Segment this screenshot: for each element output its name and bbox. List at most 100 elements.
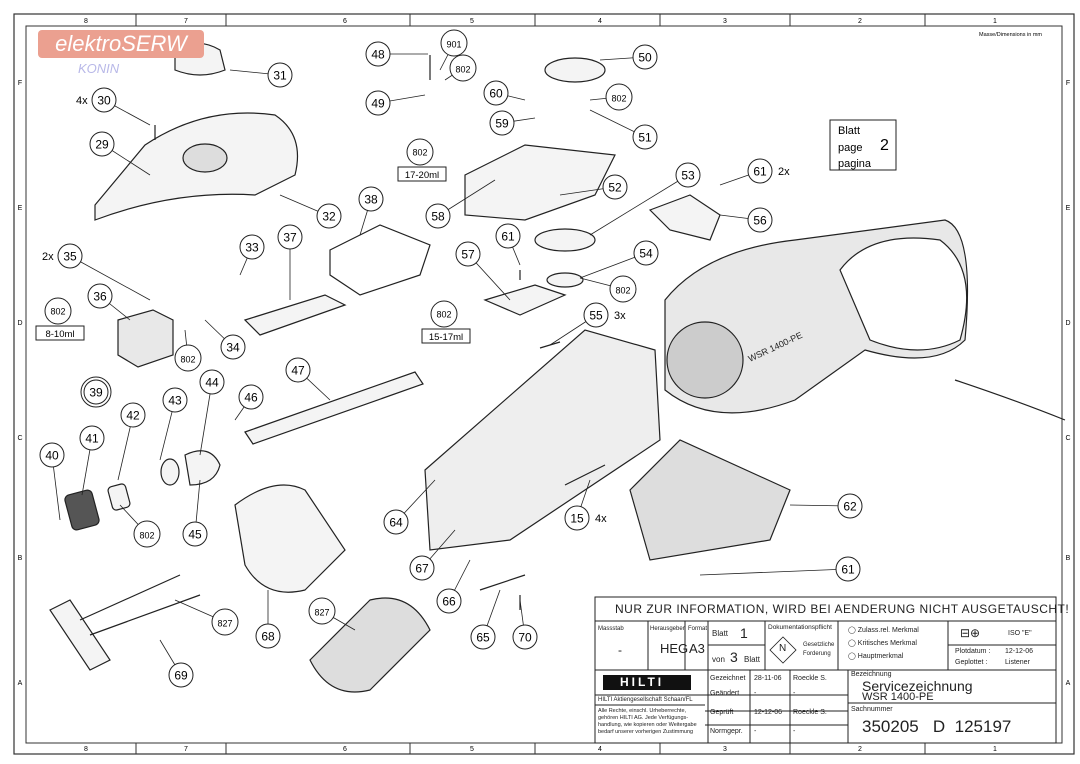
column-ref: 7 xyxy=(184,746,188,753)
inner-frame xyxy=(25,25,1063,744)
callout-number: 44 xyxy=(205,376,219,390)
column-ref: 1 xyxy=(993,18,997,25)
callout-38: 38 xyxy=(358,186,384,236)
callout-number: 802 xyxy=(611,94,626,104)
blatt-value: 1 xyxy=(740,625,748,641)
herausgeber-value: HEG xyxy=(660,641,689,656)
sachnummer-label: Sachnummer xyxy=(851,706,893,713)
callout-827: 827 xyxy=(308,597,356,631)
callout-61: 61 2x xyxy=(719,158,790,186)
callout-number: 70 xyxy=(518,631,532,645)
row-ref: F xyxy=(18,80,22,87)
part-motor xyxy=(666,321,744,399)
notice: NUR ZUR INFORMATION, WIRD BEI AENDERUNG … xyxy=(615,602,1070,616)
part-washer-54 xyxy=(546,272,584,288)
approval-label: Geändert xyxy=(710,690,740,697)
column-ref: 6 xyxy=(343,746,347,753)
iso-label: ISO "E" xyxy=(1008,630,1032,637)
callout-number: 51 xyxy=(638,131,652,145)
callout-48: 48 xyxy=(365,41,428,67)
geplottet-value: Listener xyxy=(1005,659,1030,666)
callout-29: 29 xyxy=(89,131,151,176)
part-grip xyxy=(309,597,431,693)
row-ref: C xyxy=(1065,435,1070,442)
callout-49: 49 xyxy=(365,90,426,116)
callout-number: 45 xyxy=(188,528,202,542)
callout-56: 56 xyxy=(719,207,773,233)
column-ref: 7 xyxy=(184,18,188,25)
callout-number: 48 xyxy=(371,48,385,62)
callout-number: 802 xyxy=(615,286,630,296)
column-ref: 3 xyxy=(723,746,727,753)
title-block xyxy=(594,596,1057,744)
column-ref: 1 xyxy=(993,746,997,753)
part-cable xyxy=(954,379,1066,421)
grease-amount: 15-17ml xyxy=(429,332,463,343)
approval-date: - xyxy=(754,728,757,735)
doc-text2: Forderung xyxy=(803,651,831,657)
part-bracket xyxy=(329,224,431,296)
page-box-line2: page xyxy=(838,142,862,154)
parts xyxy=(49,43,1066,693)
callout-number: 15 xyxy=(570,512,584,526)
callout-quantity: 2x xyxy=(778,166,790,178)
callout-number: 901 xyxy=(446,40,461,50)
grease-code: 802 xyxy=(412,148,427,158)
callout-number: 61 xyxy=(753,165,767,179)
callout-36: 36 xyxy=(87,283,131,321)
grease-code: 802 xyxy=(436,310,451,320)
callout-46: 46 xyxy=(234,384,264,421)
part-foot xyxy=(49,599,111,671)
callout-802: 802 xyxy=(444,54,477,82)
grease-amount: 17-20ml xyxy=(405,170,439,181)
merkmal-1: ◯ Zulass.rel. Merkmal xyxy=(848,627,919,634)
format-label: Format xyxy=(688,626,708,632)
units-note: Masse/Dimensions in mm xyxy=(979,32,1042,38)
callout-number: 46 xyxy=(244,391,258,405)
callout-802: 802 xyxy=(589,83,633,111)
callout-59: 59 xyxy=(489,110,536,136)
callout-quantity: 4x xyxy=(76,95,88,107)
approval-date: 28-11-06 xyxy=(754,675,782,682)
callout-40: 40 xyxy=(39,442,65,521)
callout-number: 61 xyxy=(841,563,855,577)
callout-68: 68 xyxy=(255,590,281,649)
approval-name: Roeckle S. xyxy=(793,709,827,716)
callout-number: 52 xyxy=(608,181,622,195)
bezeichnung-label: Bezeichnung xyxy=(851,671,892,678)
part-cam xyxy=(544,57,606,83)
callout-number: 67 xyxy=(415,562,429,576)
plotdatum-label: Plotdatum : xyxy=(955,648,991,655)
callout-65: 65 xyxy=(470,589,501,650)
callout-number: 39 xyxy=(89,386,103,400)
part-plunger xyxy=(244,371,424,445)
callout-number: 36 xyxy=(93,290,107,304)
callout-number: 33 xyxy=(245,241,259,255)
callout-number: 66 xyxy=(442,595,456,609)
part-bracket-56 xyxy=(648,194,721,241)
callout-number: 68 xyxy=(261,630,275,644)
callout-number: 58 xyxy=(431,210,445,224)
callout-31: 31 xyxy=(229,62,293,88)
callout-42: 42 xyxy=(117,402,146,481)
callout-66: 66 xyxy=(436,559,471,614)
doc-label: Dokumentationspflicht xyxy=(768,624,832,631)
part-gear-housing xyxy=(424,329,661,551)
callout-number: 802 xyxy=(139,531,154,541)
blatt-label: Blatt xyxy=(712,629,729,638)
company: HILTI Aktiengesellschaft Schaan/FL xyxy=(598,697,693,703)
von-label: von xyxy=(712,655,725,664)
geplottet-label: Geplottet : xyxy=(955,659,988,666)
merkmal-3: ◯ Hauptmerkmal xyxy=(848,653,904,660)
callout-60: 60 xyxy=(483,80,526,106)
part-shoe-cover xyxy=(234,484,346,593)
callout-61: 61 xyxy=(699,556,861,582)
callout-47: 47 xyxy=(285,357,331,401)
callout-901: 901 xyxy=(439,29,468,71)
drawing-model: WSR 1400-PE xyxy=(862,691,934,703)
doc-text1: Gesetzliche xyxy=(803,642,835,648)
von-value: 3 xyxy=(730,649,738,665)
column-ref: 4 xyxy=(598,18,602,25)
column-ref: 2 xyxy=(858,746,862,753)
